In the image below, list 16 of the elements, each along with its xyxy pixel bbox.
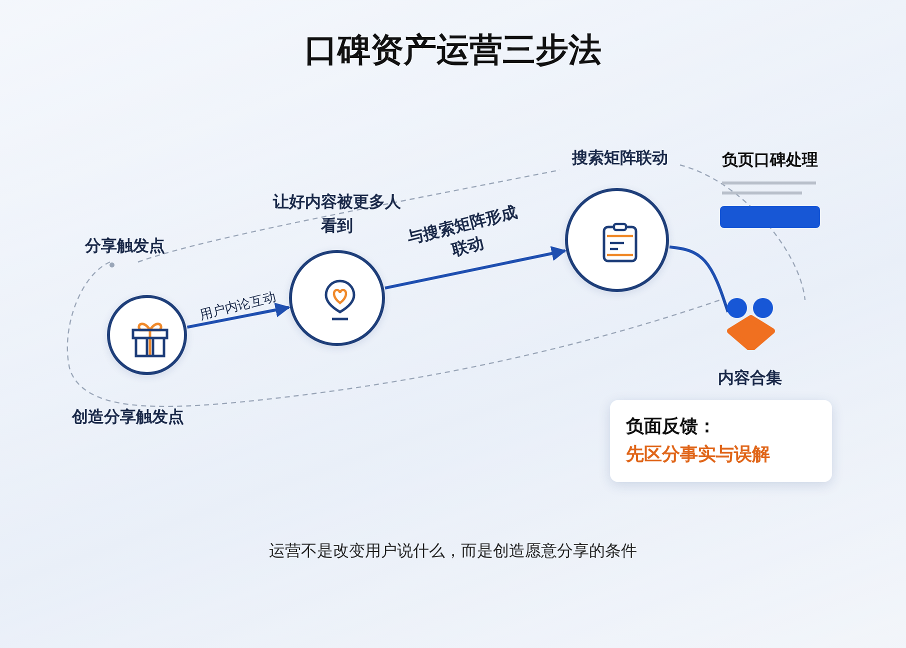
step-caption: 让好内容被更多人看到 [272,191,402,237]
note-heading: 负面反馈： [626,415,716,438]
step-caption: 搜索矩阵联动 [570,147,669,169]
title: 口碑资产运营三步法 [304,29,602,71]
connector-line [669,245,730,312]
note-card [610,400,832,482]
card-heading: 负页口碑处理 [720,150,819,171]
note-text: 先区分事实与误解 [626,443,770,466]
arrow [186,302,290,329]
arrow [384,246,567,290]
step-label: 分享触发点 [84,236,166,257]
edge-label: 用户内论互动 [197,288,279,326]
node-label: 内容合集 [717,368,783,389]
step-caption: 创造分享触发点 [70,406,185,428]
caption: 运营不是改变用户说什么，而是创造愿意分享的条件 [268,541,638,562]
edge-label: 与搜索矩阵形成联动 [404,201,520,262]
